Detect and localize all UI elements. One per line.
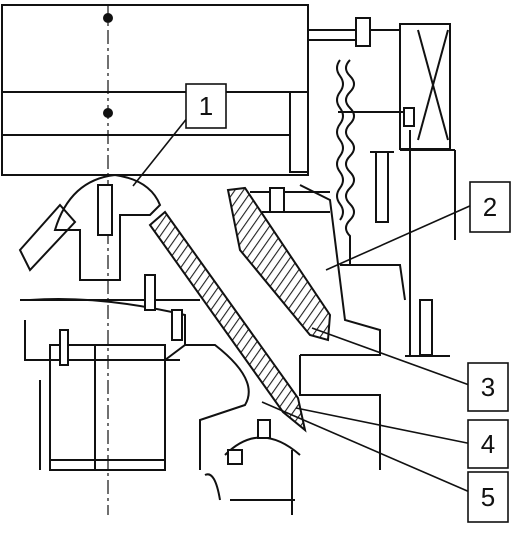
leader-3: [311, 327, 473, 387]
leader-4: [295, 407, 473, 445]
callout-label-5: 5: [481, 482, 495, 512]
callout-box-5: [467, 471, 509, 523]
callout-box-3: [467, 362, 509, 412]
housing-drawing: [1, 4, 456, 515]
leader-1: [132, 111, 193, 187]
leader-2: [325, 204, 473, 271]
dome: [53, 173, 162, 281]
callout-box-1: [185, 83, 227, 129]
callout-label-2: 2: [483, 192, 497, 222]
hatched-bowl-liner: [226, 186, 332, 342]
leader-5: [261, 401, 473, 494]
lower-column: [49, 344, 166, 471]
callout-label-3: 3: [481, 372, 495, 402]
callout-box-2: [469, 181, 511, 233]
callout-label-4: 4: [481, 429, 495, 459]
right-bolt: [375, 151, 389, 223]
callout-label-1: 1: [199, 91, 213, 121]
labyrinth-seal: [345, 59, 355, 266]
callouts: [132, 83, 511, 523]
upper-shaft-housing: [1, 4, 309, 176]
callout-box-4: [467, 419, 509, 469]
hatched-mantle-liner: [148, 210, 307, 433]
